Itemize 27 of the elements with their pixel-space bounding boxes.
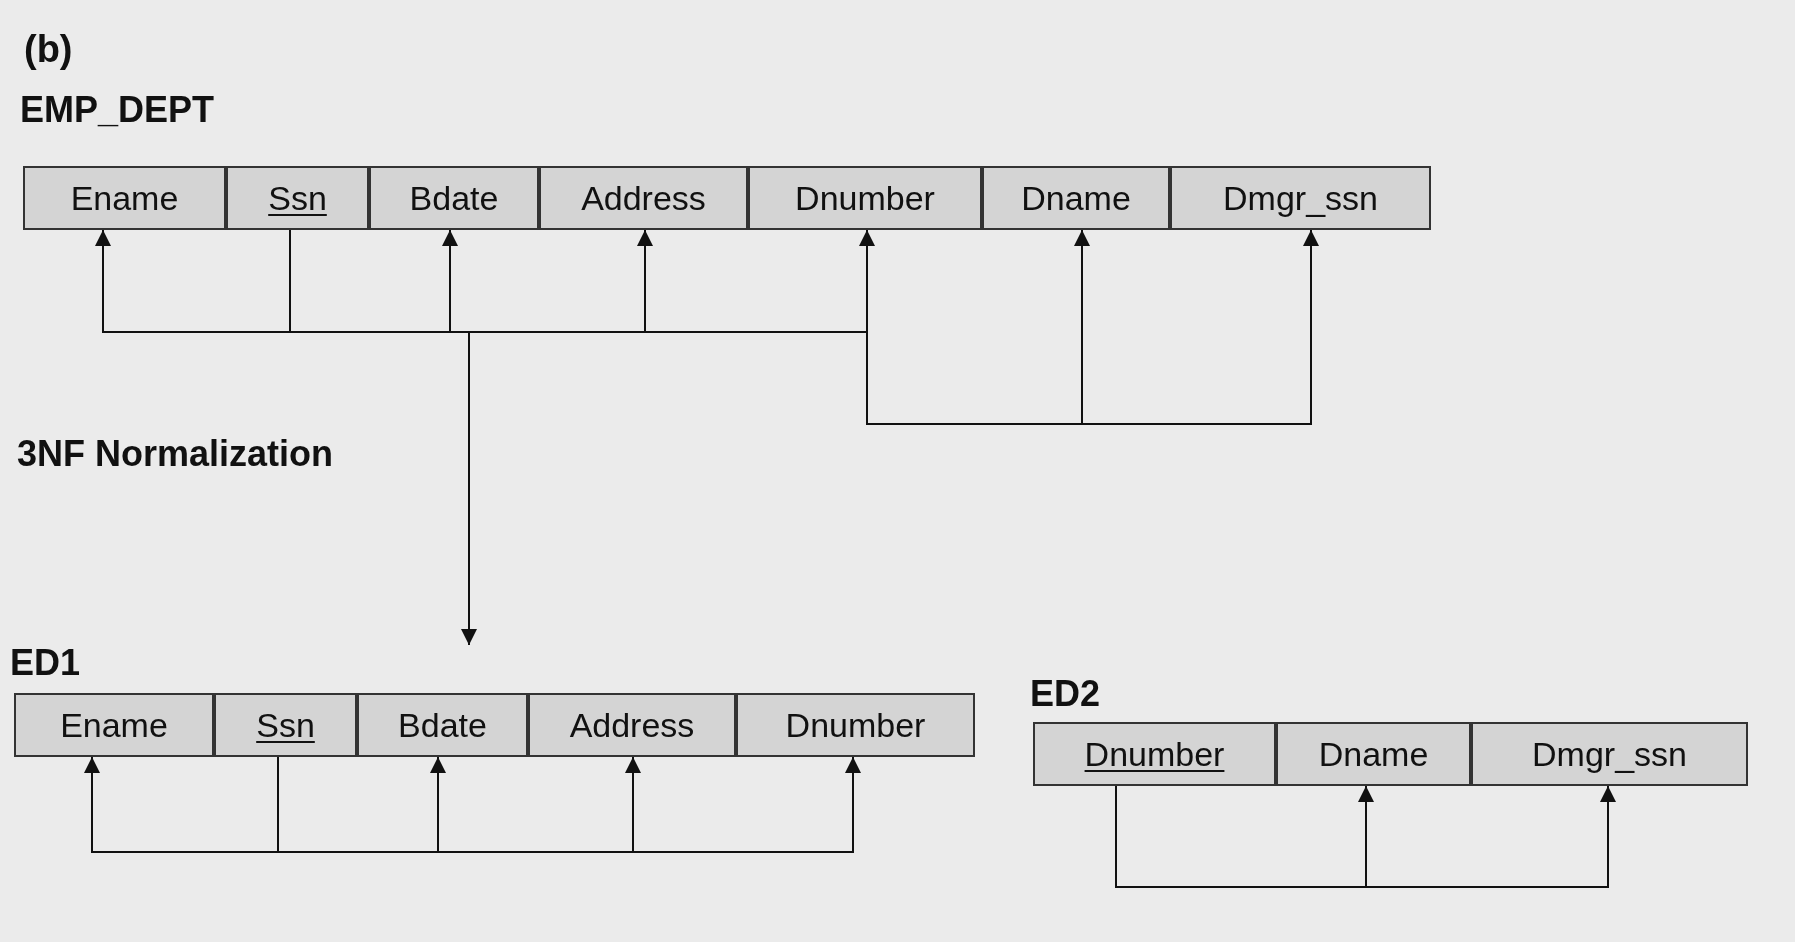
attribute-cell: Address: [539, 166, 748, 230]
heading-text: 3NF Normalization: [17, 436, 334, 472]
arrow: [84, 756, 279, 853]
arrow: [866, 229, 1319, 425]
relation-name: ED2: [1030, 676, 1101, 712]
attribute-cell: Ssn: [226, 166, 369, 230]
attribute-cell: Bdate: [369, 166, 539, 230]
arrow: [461, 331, 477, 646]
attribute-cell: Ename: [23, 166, 226, 230]
arrow: [1115, 785, 1616, 888]
relation-name: EMP_DEPT: [20, 92, 215, 128]
attribute-cell: Ssn: [214, 693, 357, 757]
attribute-cell: Dnumber: [748, 166, 982, 230]
arrow: [277, 756, 861, 853]
arrow: [289, 229, 875, 333]
attribute-cell: Dnumber: [1033, 722, 1276, 786]
attribute-cell: Dname: [1276, 722, 1471, 786]
arrow: [95, 229, 291, 333]
attribute-cell: Address: [528, 693, 736, 757]
attribute-cell: Dmgr_ssn: [1170, 166, 1431, 230]
attribute-cell: Dnumber: [736, 693, 975, 757]
attribute-cell: Bdate: [357, 693, 528, 757]
relation-name: ED1: [10, 645, 81, 681]
heading-text: (b): [24, 30, 73, 68]
attribute-cell: Ename: [14, 693, 214, 757]
attribute-cell: Dname: [982, 166, 1170, 230]
attribute-cell: Dmgr_ssn: [1471, 722, 1748, 786]
